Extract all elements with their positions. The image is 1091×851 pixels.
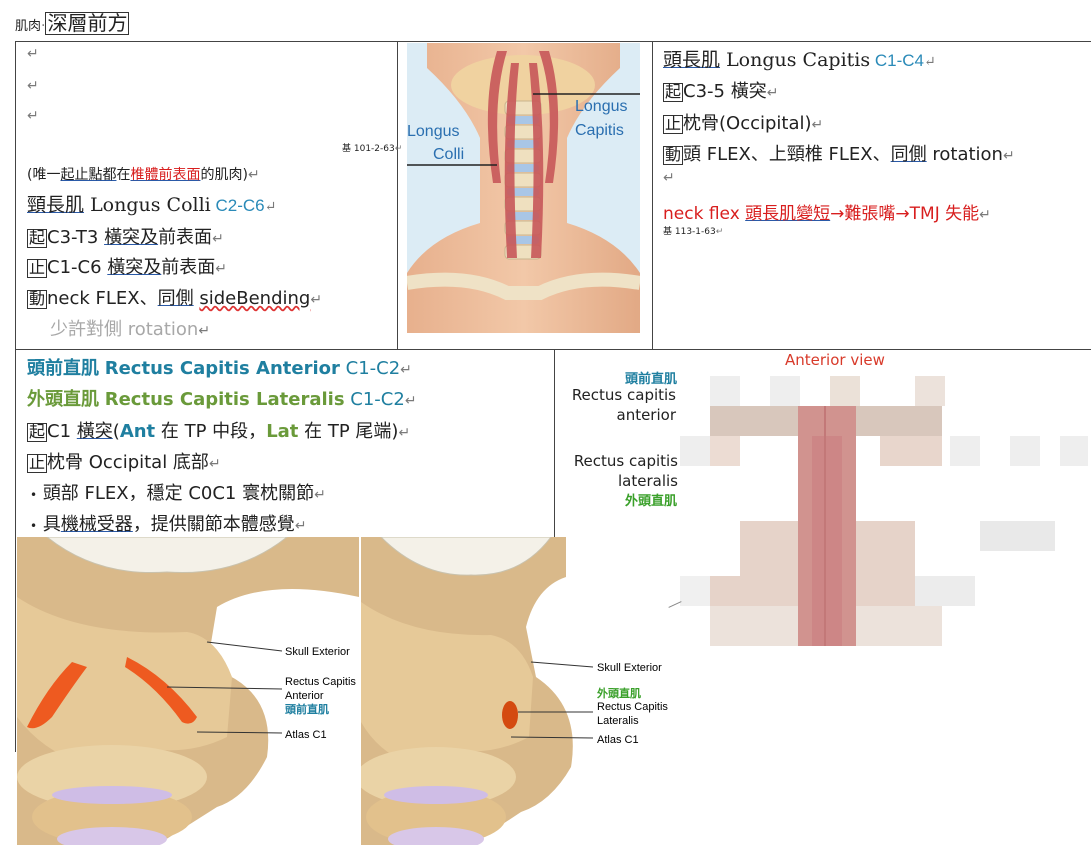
lc-insertion-mark: 止 — [663, 114, 684, 134]
label-rcl-2: Lateralis — [597, 715, 639, 727]
insertion-mark: 止 — [27, 258, 48, 278]
lc-action-line: 動頭 FLEX、上頸椎 FLEX、同側 rotation↵ — [663, 144, 1015, 165]
label-rcl-zh: 外頭直肌 — [596, 686, 641, 700]
skull-figure-lateral: Skull Exterior 外頭直肌 Rectus Capitis Later… — [361, 537, 671, 845]
av-label-rcl-zh: 外頭直肌 — [624, 494, 677, 509]
rc-origin-mark: 起 — [27, 422, 48, 442]
cell-divider-1 — [397, 41, 398, 349]
lc-insertion-line: 止枕骨(Occipital)↵ — [663, 113, 824, 134]
anterior-view-title: Anterior view — [785, 351, 885, 369]
anterior-view-figure — [680, 376, 1088, 648]
muscle-heading-rca: 頭前直肌 Rectus Capitis Anterior C1-C2↵ — [27, 358, 412, 379]
para-mark: ↵ — [27, 78, 39, 94]
reference-note: 基 101-2-63↵ — [342, 144, 403, 154]
label-longus-capitis-1: Longus — [575, 98, 628, 115]
page-title: 肌肉·深層前方 — [15, 11, 130, 35]
action-line-2: 少許對側 rotation↵ — [50, 319, 211, 340]
label-skull-exterior-b: Skull Exterior — [597, 662, 662, 674]
label-rcl-1: Rectus Capitis — [597, 701, 668, 713]
label-longus-capitis-2: Capitis — [575, 122, 624, 139]
action-mark: 動 — [27, 289, 48, 309]
lc-reference-note: 基 113-1-63↵ — [663, 227, 724, 237]
label-longus-colli-2: Colli — [433, 146, 464, 163]
label-rca-zh: 頭前直肌 — [285, 702, 329, 716]
para-mark: ↵ — [663, 170, 675, 186]
cell-divider-2 — [652, 41, 653, 349]
muscle-heading-longus-capitis: 頭長肌 Longus Capitis C1-C4↵ — [663, 49, 936, 71]
para-mark: ↵ — [27, 46, 39, 62]
av-label-rca-zh: 頭前直肌 — [624, 372, 677, 387]
para-mark: ↵ — [27, 108, 39, 124]
label-atlas-b: Atlas C1 — [597, 734, 639, 746]
rc-bullet-2: • 具機械受器，提供關節本體感覺↵ — [30, 514, 307, 535]
label-longus-colli-1: Longus — [407, 123, 460, 140]
label-skull-exterior: Skull Exterior — [285, 646, 350, 658]
label-rca-2: Anterior — [285, 690, 324, 702]
rc-bullet-1: • 頭部 FLEX，穩定 C0C1 寰枕關節↵ — [30, 483, 326, 504]
skull-figure-anterior: Skull Exterior Rectus Capitis Anterior 頭… — [17, 537, 359, 845]
rc-insertion-line: 止枕骨 Occipital 底部↵ — [27, 452, 221, 473]
note-line: (唯一起止點都在椎體前表面的肌肉)↵ — [27, 167, 260, 183]
lc-note-line: neck flex 頭長肌變短→難張嘴→TMJ 失能↵ — [663, 204, 991, 224]
muscle-heading-rcl: 外頭直肌 Rectus Capitis Lateralis C1-C2↵ — [27, 389, 417, 410]
rc-insertion-mark: 止 — [27, 453, 48, 473]
lc-action-mark: 動 — [663, 145, 684, 165]
row-divider — [15, 349, 1091, 350]
label-atlas: Atlas C1 — [285, 729, 327, 741]
cell-divider-3 — [554, 349, 555, 539]
label-rca-1: Rectus Capitis — [285, 676, 356, 688]
neck-anatomy-figure: Longus Colli Longus Capitis — [407, 43, 640, 333]
table-top-border — [15, 41, 1091, 42]
muscle-heading-longus-colli: 頸長肌 Longus Colli C2-C6↵ — [27, 194, 277, 216]
lc-origin-mark: 起 — [663, 82, 684, 102]
table-left-border — [15, 41, 16, 752]
origin-mark: 起 — [27, 228, 48, 248]
